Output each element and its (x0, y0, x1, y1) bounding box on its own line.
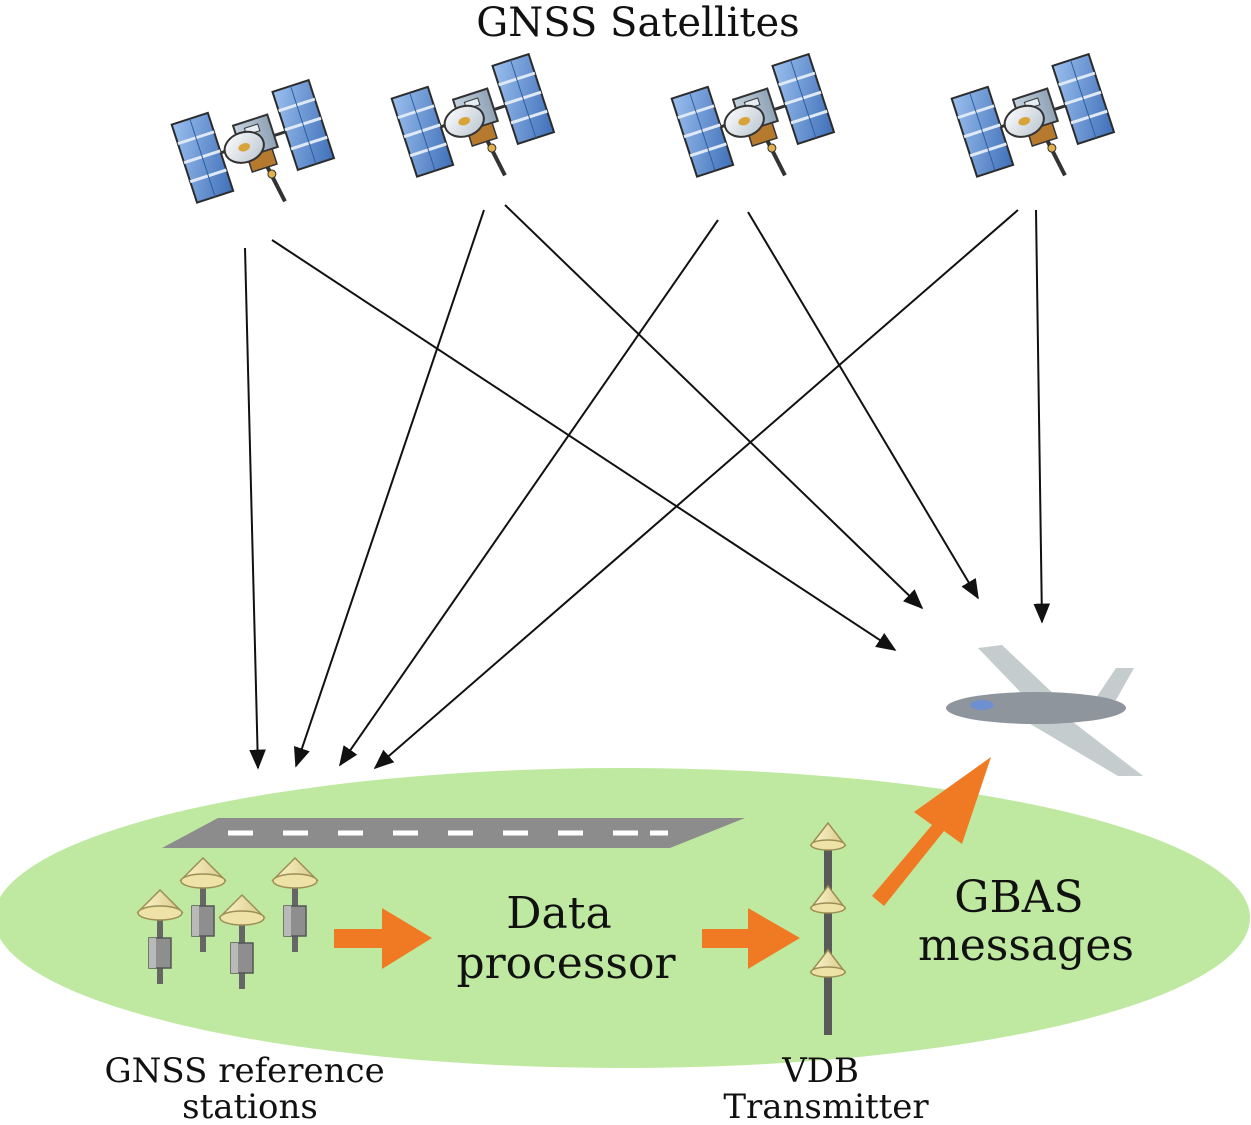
satellite-icon (669, 52, 845, 204)
flow-arrow-to-aircraft (872, 757, 991, 906)
flow-arrow-to-transmitter (702, 908, 800, 969)
reference-stations-line-1: GNSS reference (104, 1051, 384, 1091)
satellite-icon (389, 52, 565, 204)
reference-stations-line-2: stations (182, 1087, 318, 1125)
vdb-transmitter-line-1: VDB (781, 1051, 859, 1091)
vdb-transmitter-line-2: Transmitter (723, 1087, 929, 1125)
data-processor-line-1: Data (506, 888, 611, 939)
gbas-messages-line-2: messages (918, 920, 1134, 971)
signal-line (1033, 209, 1051, 624)
satellite-icon (169, 78, 345, 230)
aircraft-icon (946, 645, 1143, 776)
satellite-2 (389, 52, 565, 204)
flow-arrow-to-processor (334, 908, 432, 969)
signal-line (244, 247, 266, 770)
signal-line (504, 204, 924, 610)
satellite-4 (949, 52, 1125, 204)
data-processor-label: Data processor (456, 888, 676, 989)
gbas-messages-label: GBAS messages (918, 872, 1134, 971)
diagram-title: GNSS Satellites (476, 0, 799, 46)
satellite-1 (169, 78, 345, 230)
gbas-messages-line-1: GBAS (954, 872, 1083, 923)
signal-line (373, 209, 1019, 770)
signal-line (747, 211, 979, 600)
signal-line (293, 209, 485, 768)
signal-line (271, 239, 897, 651)
runway (162, 818, 745, 848)
reference-stations-label: GNSS reference stations (104, 1051, 395, 1125)
satellite-signals (244, 204, 1051, 770)
satellite-3 (669, 52, 845, 204)
vdb-transmitter-icon (810, 822, 846, 1035)
satellite-icon (949, 52, 1125, 204)
data-processor-line-2: processor (456, 938, 676, 989)
signal-line (339, 219, 719, 767)
vdb-transmitter-label: VDB Transmitter (723, 1051, 929, 1125)
